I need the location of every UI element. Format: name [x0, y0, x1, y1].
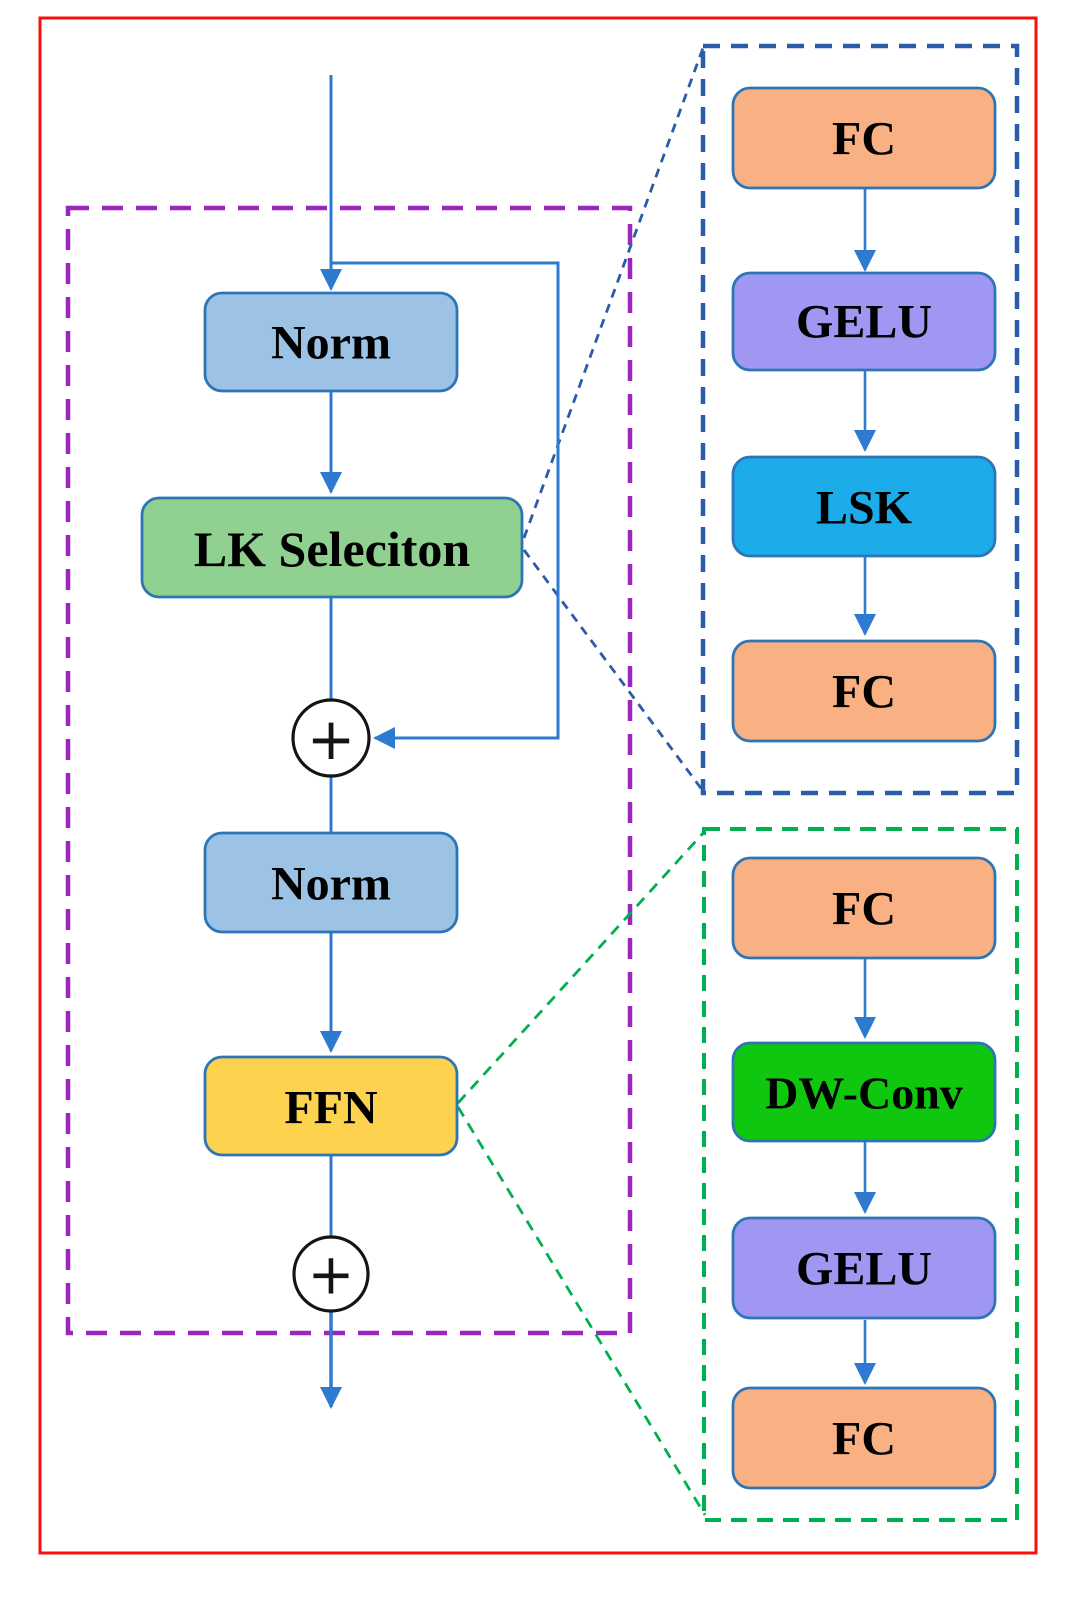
add-circle-2: [292, 1235, 370, 1313]
skip-connection-line: [331, 261, 560, 749]
ffn-detail-dwconv-label: DW-Conv: [765, 1068, 963, 1119]
ffn-callout-line-top: [456, 830, 707, 1104]
lsk-module-outline: [700, 43, 1020, 796]
add-symbol-2: +: [308, 1243, 355, 1308]
lsk-detail-gelu-label: GELU: [796, 296, 932, 349]
outer-frame: [38, 16, 1038, 1555]
ffn-detail-fc-out-box: [731, 1386, 997, 1490]
lsk-callout-line-top: [522, 47, 705, 539]
lsk-detail-lsk-label: LSK: [816, 482, 912, 535]
lk-selection-box-label: LK Seleciton: [194, 521, 471, 577]
ffn-box-label: FFN: [284, 1082, 378, 1135]
lsk-detail-gelu-box: [731, 271, 997, 372]
add-symbol-1: +: [307, 705, 356, 773]
ffn-detail-gelu-box: [731, 1216, 997, 1320]
lsk-detail-lsk-box: [731, 455, 997, 558]
transformer-block-outline: [65, 205, 633, 1336]
ffn-box: [203, 1055, 459, 1157]
ffn-detail-fc-in-label: FC: [832, 883, 896, 936]
norm-box-1: [203, 291, 459, 393]
ffn-detail-fc-in-box: [731, 856, 997, 960]
lsk-detail-fc-in-label: FC: [832, 113, 896, 166]
norm-box-2-label: Norm: [271, 858, 391, 911]
norm-box-2: [203, 831, 459, 934]
norm-box-1-label: Norm: [271, 317, 391, 370]
ffn-callout-line-bottom: [456, 1106, 707, 1516]
add-circle-1: [291, 698, 371, 778]
ffn-detail-gelu-label: GELU: [796, 1243, 932, 1296]
lsk-detail-fc-in-box: [731, 86, 997, 190]
lsk-callout-line-bottom: [522, 549, 705, 792]
lsk-detail-fc-out-box: [731, 639, 997, 743]
ffn-detail-fc-out-label: FC: [832, 1413, 896, 1466]
ffn-detail-dwconv-box: [731, 1041, 997, 1143]
ffn-module-outline: [702, 827, 1019, 1522]
lsk-detail-fc-out-label: FC: [832, 666, 896, 719]
lk-selection-box: [140, 496, 524, 599]
